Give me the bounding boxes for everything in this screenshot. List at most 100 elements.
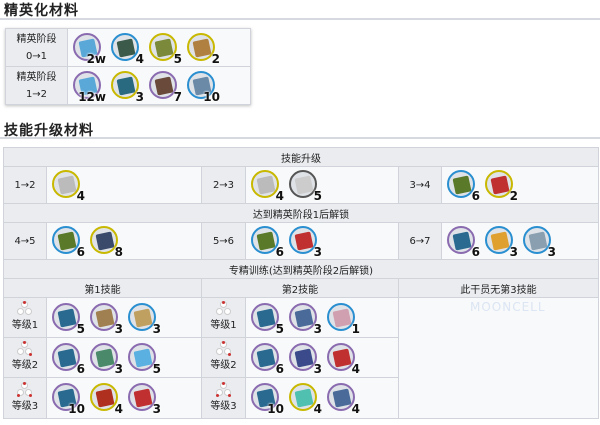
mastery-level: 等级3: [201, 377, 246, 419]
manganese-icon: [523, 226, 551, 254]
level-range: 3→4: [398, 166, 442, 204]
material-item[interactable]: 5: [148, 32, 182, 66]
material-item[interactable]: 10: [250, 382, 284, 416]
material-item[interactable]: 6: [446, 225, 480, 259]
material-item[interactable]: 3: [110, 70, 144, 104]
elite-stage-label: 精英阶段 0→1: [5, 28, 68, 67]
skill-summary-3-icon: [52, 383, 80, 411]
mastery-level-icon: [16, 341, 34, 357]
item-count: 10: [203, 89, 220, 104]
mastery-level: 等级2: [3, 337, 47, 378]
watermark: MOONCELL: [470, 300, 546, 314]
item-count: 5: [313, 189, 322, 203]
material-item[interactable]: 3: [288, 342, 322, 376]
item-count: 6: [76, 361, 85, 376]
skill-summary-2-icon: [52, 226, 80, 254]
material-item[interactable]: 6: [51, 225, 85, 259]
crystal-circuit-icon: [327, 383, 355, 411]
label-text: 精英阶段: [16, 33, 57, 45]
material-item[interactable]: 4: [288, 382, 322, 416]
material-item[interactable]: 7: [148, 70, 182, 104]
item-count: 3: [114, 361, 123, 376]
orirock-concentration-icon: [90, 383, 118, 411]
material-item[interactable]: 5: [250, 302, 284, 336]
material-item[interactable]: 3: [127, 382, 161, 416]
mastery-level: 等级1: [3, 297, 47, 338]
ester-icon: [289, 170, 317, 198]
item-count: 4: [114, 402, 123, 416]
material-item[interactable]: 5: [51, 302, 85, 336]
material-item[interactable]: 4: [326, 382, 360, 416]
material-item[interactable]: 6: [51, 342, 85, 376]
material-item[interactable]: 6: [250, 225, 284, 259]
mastery-header: 专精训练(达到精英阶段2后解锁): [3, 259, 599, 279]
item-count: 2w: [86, 51, 106, 66]
material-item[interactable]: 3: [127, 302, 161, 336]
material-item[interactable]: 3: [522, 225, 556, 259]
material-item[interactable]: 4: [89, 382, 123, 416]
material-item[interactable]: 10: [51, 382, 85, 416]
polyester-pack-icon: [128, 383, 156, 411]
material-item[interactable]: 10: [186, 70, 220, 104]
label-stage: 1→2: [25, 88, 48, 100]
material-item[interactable]: 3: [89, 302, 123, 336]
level-label: 等级3: [210, 400, 237, 412]
material-item[interactable]: 4: [51, 169, 85, 203]
item-count: 5: [173, 51, 182, 66]
polymerized-gel-icon: [289, 383, 317, 411]
material-item[interactable]: 6: [446, 169, 480, 203]
material-item[interactable]: 4: [110, 32, 144, 66]
level-label: 等级1: [210, 320, 237, 331]
level-badge: 等级2: [4, 341, 46, 374]
unlock-header: 达到精英阶段1后解锁: [3, 203, 599, 223]
device-icon: [149, 32, 177, 61]
item-list: 4: [51, 169, 201, 203]
item-count: 6: [275, 361, 284, 376]
material-item[interactable]: 2: [484, 169, 518, 203]
material-item[interactable]: 8: [89, 225, 123, 259]
item-count: 3: [152, 321, 161, 336]
skill-3-header: 此干员无第3技能: [398, 278, 599, 298]
skill-1-header: 第1技能: [3, 278, 202, 298]
skill-upgrade-header: 技能升级: [3, 147, 599, 167]
item-count: 6: [76, 245, 85, 259]
material-item[interactable]: 4: [250, 169, 284, 203]
material-item[interactable]: 6: [250, 342, 284, 376]
material-item[interactable]: 3: [484, 225, 518, 259]
level-badge: 等级2: [202, 341, 245, 374]
skill-3-empty: [398, 297, 599, 419]
mastery-level-icon: [215, 381, 233, 398]
material-item[interactable]: 3: [288, 225, 322, 259]
material-item[interactable]: 3: [288, 302, 322, 336]
material-icon: [149, 70, 177, 99]
item-count: 6: [471, 245, 480, 259]
skill-summary-1-icon: [52, 170, 80, 198]
item-count: 3: [313, 245, 322, 259]
mastery-level-icon: [215, 341, 233, 357]
level-range: 1→2: [3, 166, 47, 204]
material-item[interactable]: 2w: [72, 32, 106, 66]
material-item[interactable]: 5: [127, 342, 161, 376]
item-count: 4: [313, 402, 322, 416]
material-item[interactable]: 5: [288, 169, 322, 203]
material-item[interactable]: 12w: [72, 70, 106, 104]
material-item[interactable]: 4: [326, 342, 360, 376]
material-item[interactable]: 2: [186, 32, 220, 66]
item-count: 2: [509, 189, 518, 203]
material-item[interactable]: 3: [89, 342, 123, 376]
skill-summary-3-icon: [251, 302, 279, 331]
item-count: 10: [68, 402, 85, 416]
label-stage: 0→1: [25, 50, 48, 62]
item-count: 10: [267, 402, 284, 416]
item-count: 4: [135, 51, 144, 66]
material-item[interactable]: 1: [326, 302, 360, 336]
